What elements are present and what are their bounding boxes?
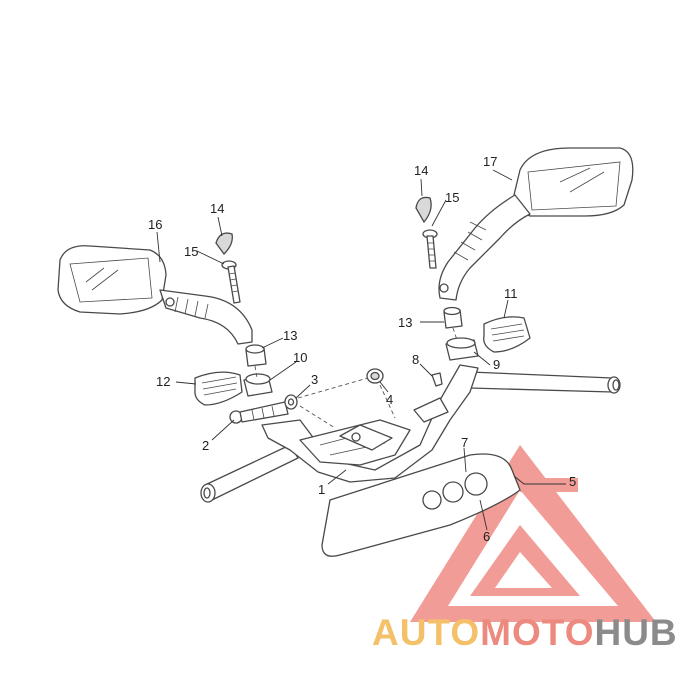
callout-14-left: 14 xyxy=(210,201,224,216)
callout-10: 10 xyxy=(293,350,307,365)
nut-part-4 xyxy=(366,368,384,384)
cover-pad-part-11 xyxy=(483,316,531,353)
bolt-part-2 xyxy=(229,401,289,424)
cover-pad-part-12 xyxy=(194,371,243,406)
callout-15-right: 15 xyxy=(445,190,459,205)
callout-labels: 1 2 3 4 5 6 7 8 9 10 11 12 13 13 14 14 1… xyxy=(148,154,576,544)
callout-13-right: 13 xyxy=(398,315,412,330)
callout-13-left: 13 xyxy=(283,328,297,343)
cap-part-14-right xyxy=(415,196,432,224)
callout-16: 16 xyxy=(148,217,162,232)
left-handlebar-tube-part xyxy=(200,444,299,503)
callout-17: 17 xyxy=(483,154,497,169)
watermark-wordmark: AUTOMOTOHUB xyxy=(372,612,678,654)
callout-12: 12 xyxy=(156,374,170,389)
clamp-part-10 xyxy=(243,373,273,397)
callout-3: 3 xyxy=(311,372,318,387)
right-mirror-part-17 xyxy=(438,147,634,301)
callout-7: 7 xyxy=(461,435,468,450)
callout-8: 8 xyxy=(412,352,419,367)
left-mirror-part-16 xyxy=(57,245,253,345)
clamp-part-9 xyxy=(445,337,479,361)
bolt-part-15-right xyxy=(422,229,438,269)
handlebar-frame-part xyxy=(261,364,479,483)
callout-4: 4 xyxy=(386,392,393,407)
callout-11: 11 xyxy=(504,286,518,301)
leader-lines xyxy=(156,169,566,531)
screw-part-8 xyxy=(431,372,443,387)
fork-bracket-part xyxy=(321,453,521,557)
callout-1: 1 xyxy=(318,482,325,497)
spacer-part-13-right xyxy=(443,306,463,329)
watermark-logo-icon xyxy=(410,445,656,622)
callout-5: 5 xyxy=(569,474,576,489)
watermark-hub: HUB xyxy=(594,612,678,653)
watermark-moto: MOTO xyxy=(480,612,595,653)
callout-15-left: 15 xyxy=(184,244,198,259)
assembly-dash-lines xyxy=(254,327,458,429)
bolt-part-15-left xyxy=(221,260,241,304)
spacer-part-13-left xyxy=(245,344,267,367)
callout-2: 2 xyxy=(202,438,209,453)
callout-9: 9 xyxy=(493,357,500,372)
right-handlebar-tube-part xyxy=(469,371,621,394)
callout-6: 6 xyxy=(483,529,490,544)
callout-14-right: 14 xyxy=(414,163,428,178)
watermark-auto: AUTO xyxy=(372,612,481,653)
cap-part-14-left xyxy=(215,232,233,255)
washer-part-3 xyxy=(284,394,298,410)
